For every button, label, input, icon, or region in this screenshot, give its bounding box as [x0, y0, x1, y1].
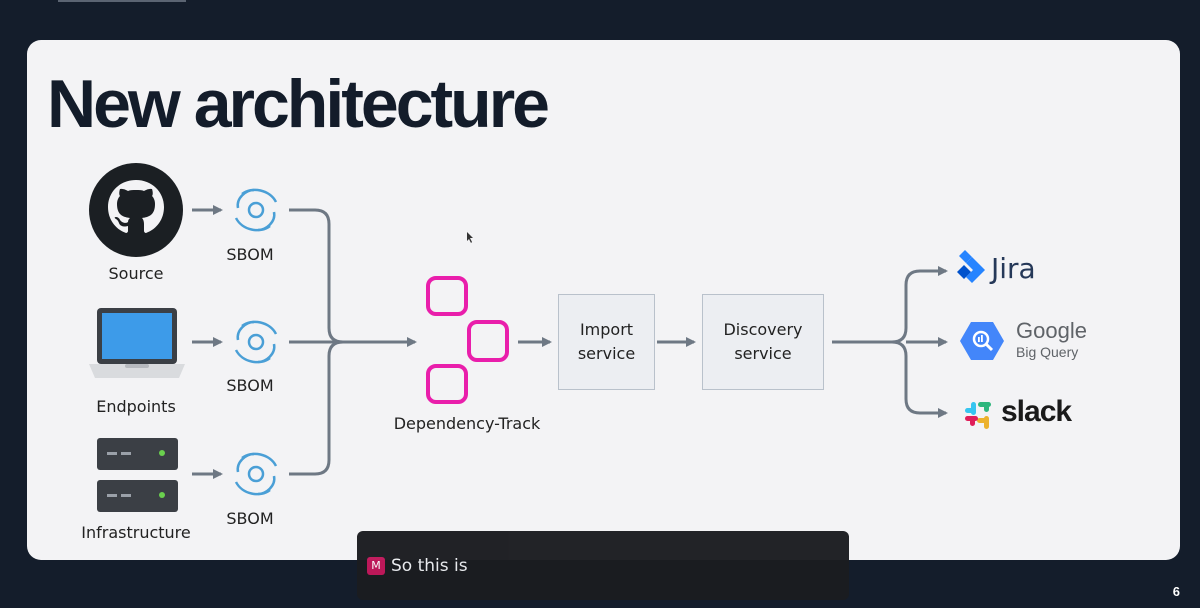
bigquery-icon: [960, 322, 1004, 360]
window-tab-indicator: [58, 0, 186, 2]
dependency-track-logo: [426, 276, 509, 404]
mouse-cursor-icon: [467, 232, 473, 243]
slide-title: New architecture: [47, 66, 550, 142]
infrastructure-label: Infrastructure: [81, 523, 191, 542]
import-service-line2: service: [577, 344, 636, 363]
jira-label: Jira: [991, 252, 1036, 285]
sbom-icon: [234, 320, 278, 364]
caption-text: So this is: [391, 556, 468, 576]
server-icon: [97, 438, 178, 512]
slide: New architecture: [27, 40, 1180, 560]
fanout-connector: [832, 269, 945, 415]
live-caption: M So this is: [357, 531, 849, 600]
architecture-diagram: [89, 163, 1004, 512]
sbom-icon: [234, 452, 278, 496]
github-icon: [89, 163, 183, 257]
endpoints-label: Endpoints: [96, 397, 176, 416]
import-service-line1: Import: [579, 320, 634, 339]
dependency-track-label: Dependency-Track: [393, 414, 541, 433]
discovery-service-box: Discovery service: [702, 294, 824, 390]
source-label: Source: [108, 264, 164, 283]
google-label: Google: [1016, 318, 1087, 343]
bigquery-label: Big Query: [1016, 344, 1079, 360]
page-number: 6: [1172, 584, 1180, 599]
sbom-label: SBOM: [226, 509, 274, 528]
slack-icon: [965, 402, 991, 429]
sbom-label: SBOM: [226, 245, 274, 264]
slack-label: slack: [1001, 395, 1072, 428]
merge-connector: [289, 208, 344, 476]
discovery-service-line2: service: [734, 344, 792, 363]
sbom-label: SBOM: [226, 376, 274, 395]
import-service-box: Import service: [558, 294, 655, 390]
laptop-icon: [89, 308, 185, 378]
discovery-service-line1: Discovery: [723, 320, 803, 339]
sbom-icon: [234, 188, 278, 232]
speaker-badge: M: [367, 557, 385, 575]
jira-icon: [957, 250, 985, 283]
